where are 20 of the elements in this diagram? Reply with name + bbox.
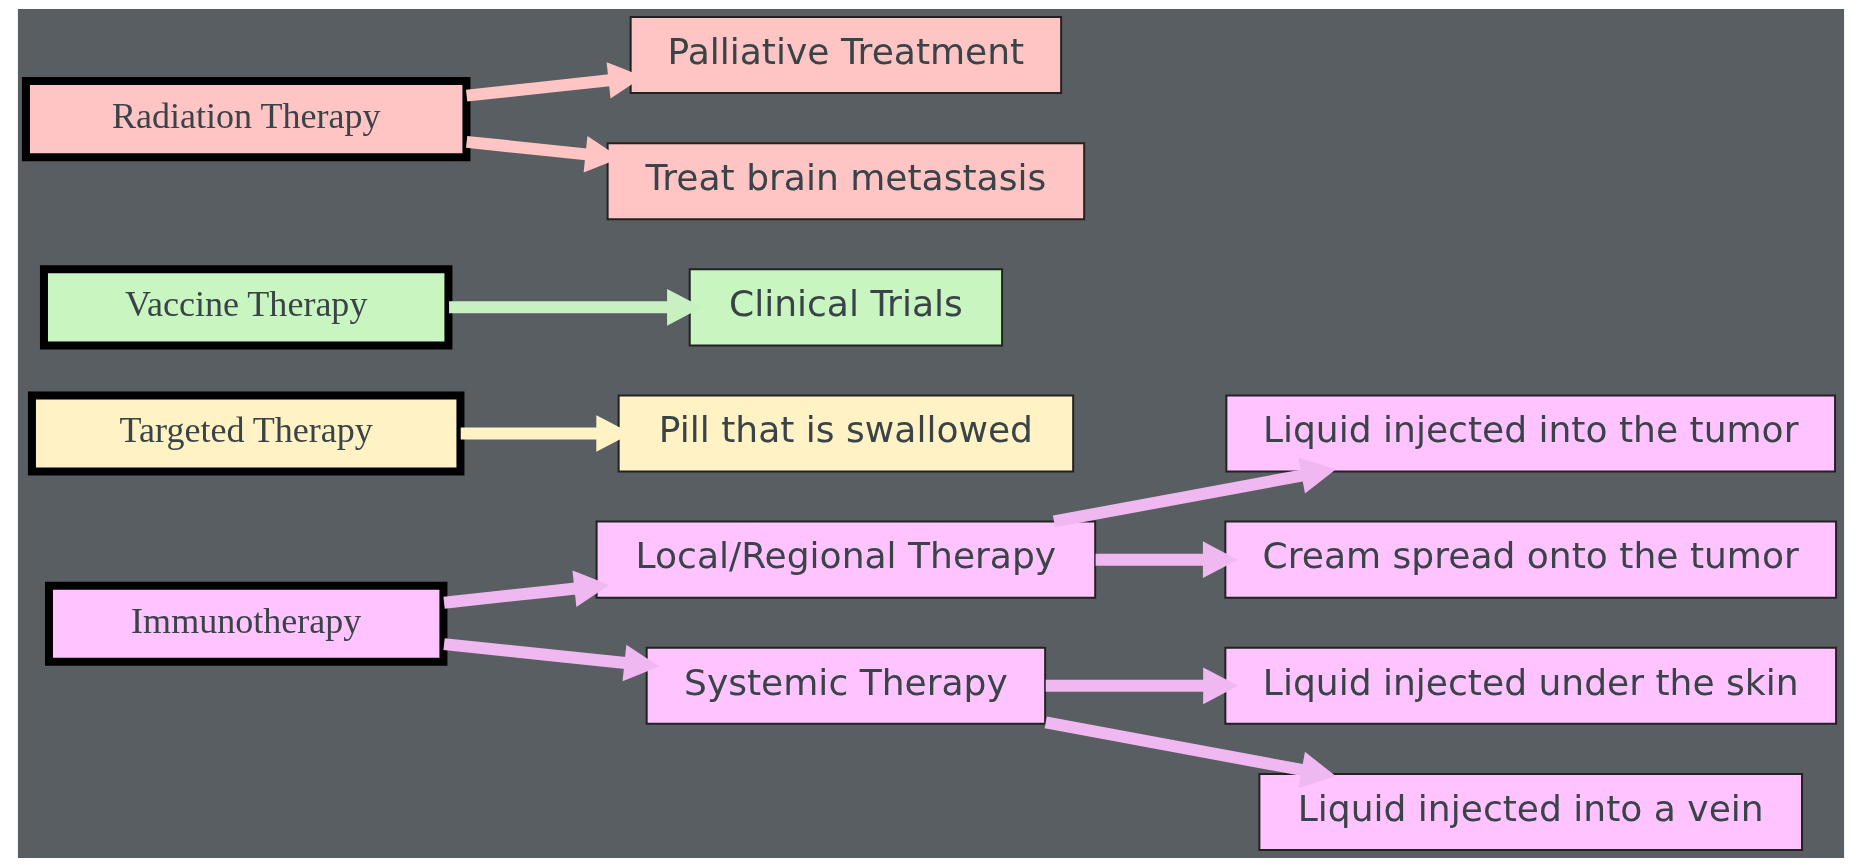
arrow (442, 569, 609, 609)
node-box: Treat brain metastasis (606, 141, 1085, 220)
node-box: Clinical Trials (688, 267, 1003, 346)
node-box: Cream spread onto the tumor (1223, 520, 1837, 599)
node-box: Local/Regional Therapy (595, 520, 1096, 599)
node-box: Immunotherapy (44, 581, 447, 666)
node-box: Pill that is swallowed (617, 393, 1074, 473)
arrow (1044, 716, 1336, 788)
node-box: Liquid injected under the skin (1223, 646, 1837, 725)
node-box: Radiation Therapy (21, 76, 470, 161)
arrow (1052, 457, 1336, 527)
arrow (442, 637, 659, 681)
node-box: Targeted Therapy (27, 390, 464, 476)
node-box: Palliative Treatment (629, 15, 1062, 94)
arrow (1045, 666, 1238, 704)
arrow (1095, 540, 1238, 578)
node-box: Systemic Therapy (645, 646, 1046, 725)
node-box: Liquid injected into a vein (1257, 772, 1803, 851)
node-box: Vaccine Therapy (39, 264, 452, 349)
node-box: Liquid injected into the tumor (1224, 393, 1836, 473)
